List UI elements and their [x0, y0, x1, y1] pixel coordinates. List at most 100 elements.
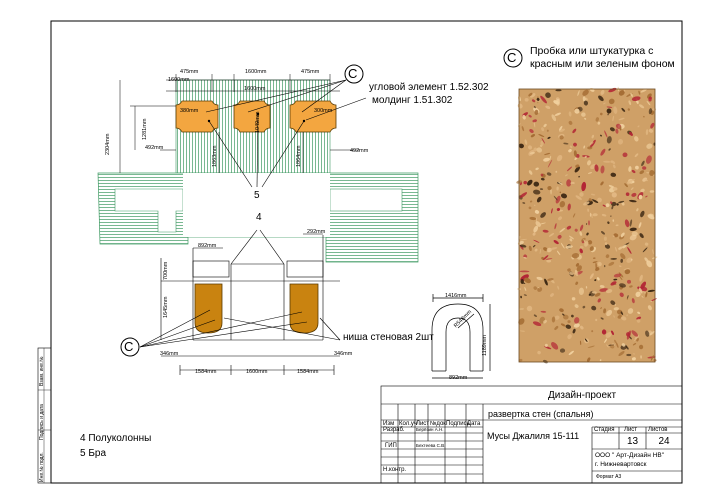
- cork-grain: [559, 348, 566, 353]
- cork-grain: [534, 109, 539, 115]
- cork-grain: [626, 298, 629, 300]
- cork-grain: [524, 287, 527, 291]
- cork-grain: [630, 92, 633, 97]
- cork-grain: [533, 147, 538, 152]
- tb-h-list: Лист: [416, 421, 430, 427]
- cork-grain: [584, 241, 589, 247]
- cork-grain: [599, 134, 603, 137]
- cork-grain: [598, 95, 604, 102]
- cork-grain: [626, 257, 633, 263]
- cork-grain: [566, 166, 573, 172]
- cork-grain: [519, 192, 528, 198]
- cork-grain: [599, 359, 602, 362]
- cork-grain: [610, 172, 617, 177]
- cork-grain: [554, 223, 557, 230]
- dim-1645: 1645mm: [163, 296, 169, 318]
- cork-grain: [573, 150, 577, 157]
- cork-grain: [610, 215, 612, 217]
- cork-grain: [522, 114, 526, 120]
- cork-grain: [609, 127, 615, 132]
- cork-grain: [640, 188, 645, 193]
- cork-grain: [649, 213, 654, 217]
- cork-grain: [620, 253, 626, 260]
- cork-grain: [618, 117, 625, 121]
- cork-grain: [645, 291, 648, 298]
- cork-grain: [559, 191, 562, 194]
- cork-grain: [572, 328, 576, 334]
- marker-c-lower-circle: [120, 337, 140, 357]
- cork-grain: [638, 344, 644, 350]
- cork-grain: [565, 245, 573, 249]
- cork-grain: [606, 106, 613, 108]
- cork-grain: [604, 338, 608, 343]
- cork-grain: [592, 291, 597, 294]
- cork-grain: [627, 295, 629, 299]
- cork-grain: [578, 287, 585, 295]
- cork-grain: [639, 233, 644, 239]
- dim-1600-third: 1600mm: [244, 86, 266, 92]
- cork-grain: [528, 245, 532, 252]
- cork-grain: [639, 274, 643, 282]
- cork-grain: [583, 100, 589, 106]
- cork-grain: [581, 112, 586, 117]
- cork-grain: [603, 102, 606, 105]
- cork-grain: [568, 350, 574, 356]
- cork-grain: [624, 183, 628, 188]
- cork-grain: [613, 273, 622, 278]
- cork-grain: [523, 180, 527, 185]
- tb-stage-label: Стадия: [594, 427, 615, 433]
- cork-grain: [588, 172, 592, 174]
- dim-1584-left: 1584mm: [195, 369, 217, 375]
- cork-grain: [544, 278, 548, 286]
- cork-grain: [623, 89, 626, 92]
- cork-grain: [610, 300, 616, 305]
- cork-grain: [575, 164, 580, 168]
- cork-grain: [611, 160, 616, 164]
- cork-grain: [582, 89, 589, 96]
- cork-grain: [636, 318, 641, 323]
- cork-grain: [567, 203, 571, 211]
- tb-h-izm: Изм: [383, 421, 395, 427]
- cork-grain: [623, 268, 630, 271]
- marker-c-upper-circle: [344, 64, 364, 84]
- side-stamp-strip: [37, 347, 52, 484]
- cork-grain: [579, 231, 583, 236]
- cork-grain: [614, 246, 618, 252]
- cork-grain: [539, 222, 546, 225]
- dim-1416: 1416mm: [445, 293, 467, 299]
- cork-grain: [519, 330, 526, 332]
- cork-grain: [568, 120, 573, 125]
- cork-grain: [545, 105, 551, 110]
- dim-1049: 1049mm: [255, 111, 261, 133]
- cork-grain: [646, 260, 653, 268]
- cork-grain: [568, 111, 572, 117]
- cork-grain: [526, 305, 533, 312]
- cork-grain: [530, 134, 535, 138]
- dim-475-left: 475mm: [180, 69, 199, 75]
- cork-grain: [551, 316, 556, 323]
- tb-gip-name: Бехтеева С.В.: [416, 443, 446, 448]
- cork-grain: [637, 311, 641, 315]
- cork-grain: [590, 193, 596, 196]
- cork-grain: [620, 344, 628, 350]
- cork-grain: [529, 128, 534, 134]
- cork-grain: [563, 142, 569, 145]
- cork-grain: [600, 181, 604, 186]
- cork-grain: [601, 231, 605, 235]
- cork-grain: [645, 179, 648, 182]
- cork-grain: [579, 340, 582, 345]
- cork-grain: [620, 258, 624, 263]
- cork-grain: [645, 129, 649, 136]
- cork-grain: [601, 213, 607, 217]
- cork-grain: [642, 247, 648, 253]
- cork-grain: [642, 166, 647, 170]
- cork-grain: [574, 317, 580, 324]
- cork-grain: [582, 96, 586, 102]
- cork-grain: [612, 235, 615, 237]
- cork-grain: [534, 248, 538, 252]
- dim-1189: 1189mm: [482, 335, 488, 356]
- cork-grain: [553, 100, 560, 105]
- cork-grain: [550, 293, 554, 297]
- tb-client: Мусы Джалиля 15-111: [487, 431, 580, 441]
- cork-texture-swatch: [516, 86, 658, 364]
